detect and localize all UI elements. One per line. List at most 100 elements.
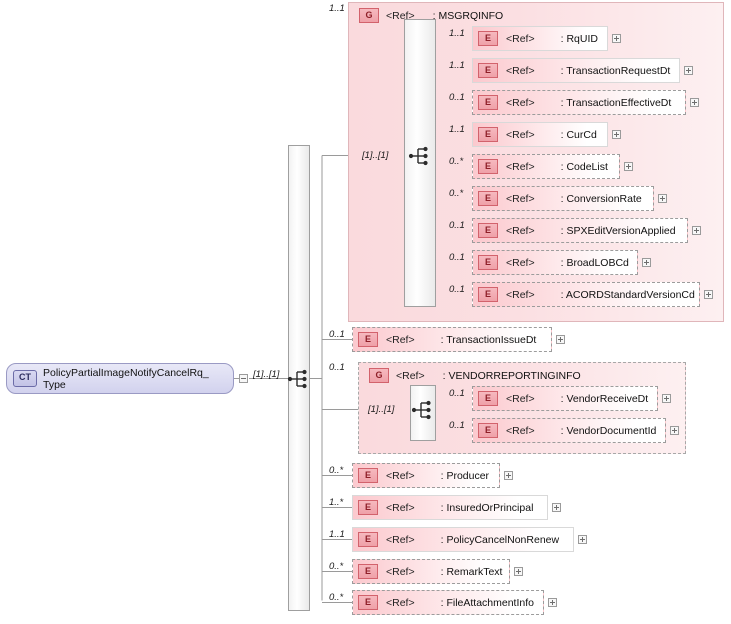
element-acordstandardversioncd[interactable]: E <Ref> : ACORDStandardVersionCd [472, 282, 700, 307]
element-ref-text: <Ref> [506, 288, 535, 301]
element-badge: E [478, 95, 498, 110]
element-ref-text: <Ref> [506, 160, 535, 173]
expand-toggle-curcd[interactable] [612, 130, 621, 139]
occurrence-acordstandardversioncd: 0..1 [449, 284, 465, 295]
element-ref-text: <Ref> [506, 424, 535, 437]
element-policycancelnonrenew[interactable]: E <Ref> : PolicyCancelNonRenew [352, 527, 574, 552]
occurrence-msgrqinfo-sequence: [1]..[1] [362, 150, 389, 161]
element-badge: E [478, 223, 498, 238]
element-ref-text: <Ref> [386, 501, 415, 514]
occurrence-broadlobcd: 0..1 [449, 252, 465, 263]
expand-toggle-transactioneffectivedt[interactable] [690, 98, 699, 107]
element-ref-text: <Ref> [506, 224, 535, 237]
element-spxeditversionapplied[interactable]: E <Ref> : SPXEditVersionApplied [472, 218, 688, 243]
element-broadlobcd[interactable]: E <Ref> : BroadLOBCd [472, 250, 638, 275]
element-rquid[interactable]: E <Ref> : RqUID [472, 26, 608, 51]
expand-toggle-broadlobcd[interactable] [642, 258, 651, 267]
collapse-toggle-root[interactable] [239, 374, 248, 383]
element-name-text: : VendorReceiveDt [560, 392, 649, 405]
element-name-text: : CodeList [560, 160, 608, 173]
expand-toggle-fileattachmentinfo[interactable] [548, 598, 557, 607]
element-vendordocumentid[interactable]: E <Ref> : VendorDocumentId [472, 418, 666, 443]
sequence-icon [287, 369, 307, 389]
occurrence-vendorreportinginfo-sequence: [1]..[1] [368, 404, 395, 415]
expand-toggle-remarktext[interactable] [514, 567, 523, 576]
group-name-text: : MSGRQINFO [432, 9, 504, 22]
element-badge: E [478, 423, 498, 438]
group-ref-text: <Ref> [396, 369, 425, 382]
expand-toggle-transactionissuedt[interactable] [556, 335, 565, 344]
element-badge: E [478, 63, 498, 78]
expand-toggle-rquid[interactable] [612, 34, 621, 43]
element-badge: E [478, 255, 498, 270]
element-badge: E [358, 500, 378, 515]
occurrence-codelist: 0..* [449, 156, 464, 167]
element-insuredorprincipal[interactable]: E <Ref> : InsuredOrPrincipal [352, 495, 548, 520]
occurrence-vendorreceivedt: 0..1 [449, 388, 465, 399]
expand-toggle-spxeditversionapplied[interactable] [692, 226, 701, 235]
element-name-text: : SPXEditVersionApplied [560, 224, 676, 237]
element-ref-text: <Ref> [506, 256, 535, 269]
element-badge: E [358, 468, 378, 483]
occurrence-policycancelnonrenew: 1..1 [329, 529, 345, 540]
complex-type-label: PolicyPartialImageNotifyCancelRq_ Type [43, 366, 209, 391]
element-transactionrequestdt[interactable]: E <Ref> : TransactionRequestDt [472, 58, 680, 83]
element-transactioneffectivedt[interactable]: E <Ref> : TransactionEffectiveDt [472, 90, 686, 115]
occurrence-rquid: 1..1 [449, 28, 465, 39]
element-remarktext[interactable]: E <Ref> : RemarkText [352, 559, 510, 584]
element-ref-text: <Ref> [386, 596, 415, 609]
element-badge: E [478, 287, 498, 302]
element-name-text: : CurCd [560, 128, 597, 141]
element-badge: E [358, 532, 378, 547]
occurrence-transactionissuedt: 0..1 [329, 329, 345, 340]
element-producer[interactable]: E <Ref> : Producer [352, 463, 500, 488]
expand-toggle-producer[interactable] [504, 471, 513, 480]
occurrence-fileattachmentinfo: 0..* [329, 592, 344, 603]
expand-toggle-conversionrate[interactable] [658, 194, 667, 203]
element-codelist[interactable]: E <Ref> : CodeList [472, 154, 620, 179]
element-vendorreceivedt[interactable]: E <Ref> : VendorReceiveDt [472, 386, 658, 411]
element-name-text: : PolicyCancelNonRenew [440, 533, 560, 546]
occurrence-transactionrequestdt: 1..1 [449, 60, 465, 71]
expand-toggle-policycancelnonrenew[interactable] [578, 535, 587, 544]
complex-type-root[interactable]: CT PolicyPartialImageNotifyCancelRq_ Typ… [6, 363, 234, 394]
element-badge: E [478, 391, 498, 406]
element-fileattachmentinfo[interactable]: E <Ref> : FileAttachmentInfo [352, 590, 544, 615]
element-badge: E [358, 332, 378, 347]
occurrence-producer: 0..* [329, 465, 344, 476]
group-ref-text: <Ref> [386, 9, 415, 22]
group-vendorreportinginfo-header: G <Ref> : VENDORREPORTINGINFO [369, 368, 581, 383]
occurrence-transactioneffectivedt: 0..1 [449, 92, 465, 103]
occurrence-vendordocumentid: 0..1 [449, 420, 465, 431]
sequence-icon [411, 400, 431, 420]
element-badge: E [478, 191, 498, 206]
expand-toggle-acordstandardversioncd[interactable] [704, 290, 713, 299]
element-name-text: : VendorDocumentId [560, 424, 657, 437]
element-name-text: : InsuredOrPrincipal [440, 501, 534, 514]
group-name-text: : VENDORREPORTINGINFO [442, 369, 581, 382]
vendorreportinginfo-sequence-bar[interactable] [410, 385, 436, 441]
expand-toggle-insuredorprincipal[interactable] [552, 503, 561, 512]
expand-toggle-codelist[interactable] [624, 162, 633, 171]
occurrence-spxeditversionapplied: 0..1 [449, 220, 465, 231]
expand-toggle-transactionrequestdt[interactable] [684, 66, 693, 75]
element-ref-text: <Ref> [386, 333, 415, 346]
group-badge: G [369, 368, 389, 383]
element-curcd[interactable]: E <Ref> : CurCd [472, 122, 608, 147]
element-ref-text: <Ref> [386, 533, 415, 546]
element-name-text: : TransactionIssueDt [440, 333, 537, 346]
element-badge: E [478, 127, 498, 142]
element-conversionrate[interactable]: E <Ref> : ConversionRate [472, 186, 654, 211]
expand-toggle-vendorreceivedt[interactable] [662, 394, 671, 403]
element-ref-text: <Ref> [506, 64, 535, 77]
occurrence-remarktext: 0..* [329, 561, 344, 572]
element-name-text: : RemarkText [440, 565, 503, 578]
element-name-text: : Producer [440, 469, 490, 482]
occurrence-root: [1]..[1] [253, 369, 280, 380]
element-transactionissuedt[interactable]: E <Ref> : TransactionIssueDt [352, 327, 552, 352]
occurrence-conversionrate: 0..* [449, 188, 464, 199]
element-ref-text: <Ref> [506, 32, 535, 45]
expand-toggle-vendordocumentid[interactable] [670, 426, 679, 435]
element-badge: E [478, 159, 498, 174]
occurrence-vendorreportinginfo: 0..1 [329, 362, 345, 373]
